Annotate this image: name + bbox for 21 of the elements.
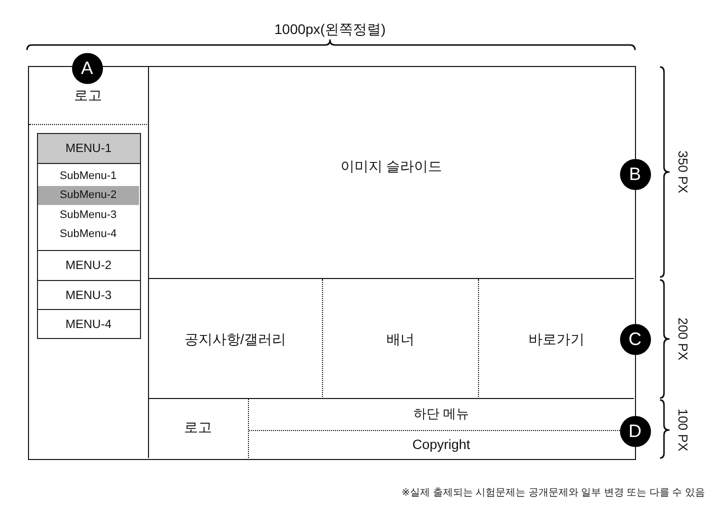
- section-marker: B: [620, 158, 650, 190]
- menu-header: MENU-1: [36, 132, 140, 164]
- content-cell: 공지사항/갤러리: [148, 278, 323, 398]
- submenu-item: SubMenu-4: [38, 224, 139, 244]
- menu-item: MENU-2: [36, 250, 140, 280]
- menu-item: MENU-4: [36, 310, 140, 338]
- note-text: ※실제 출제되는 시험문제는 공개문제와 일부 변경 또는 다를 수 있음: [402, 487, 705, 499]
- content-cell: 배너: [323, 278, 479, 398]
- submenu-item: SubMenu-1: [38, 166, 139, 186]
- menu-item: MENU-3: [36, 280, 140, 310]
- submenu-panel: [36, 164, 140, 250]
- footer-cell: 로고: [148, 398, 248, 458]
- section-marker: D: [620, 416, 650, 446]
- submenu-item: SubMenu-3: [38, 205, 139, 224]
- dimension-label: 200 PX: [674, 318, 690, 360]
- width-label: 1000px(왼쪽정렬): [274, 20, 386, 38]
- section-marker: A: [72, 52, 102, 84]
- submenu-item: SubMenu-2: [38, 186, 139, 205]
- section-marker: C: [620, 324, 650, 354]
- dimension-label: 350 PX: [674, 150, 690, 194]
- dimension-label: 100 PX: [674, 408, 690, 452]
